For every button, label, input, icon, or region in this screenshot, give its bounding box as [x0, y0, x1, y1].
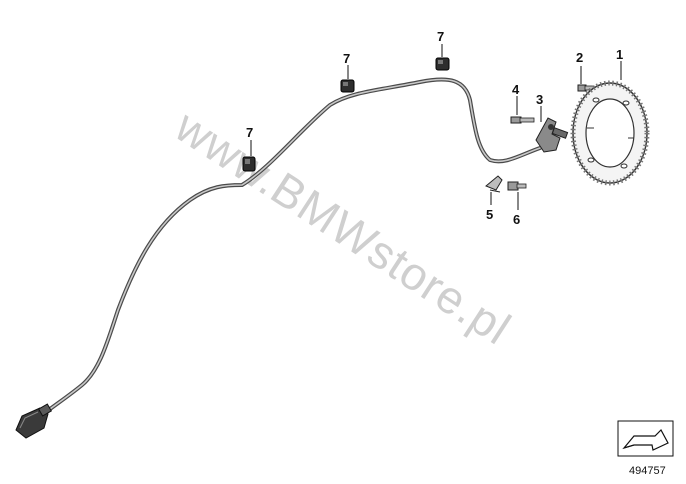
abs-sensor[interactable] — [535, 117, 569, 153]
leader-lines — [250, 44, 622, 210]
callout-4: 4 — [512, 82, 520, 97]
reference-box: 494757 — [617, 420, 674, 477]
direction-arrow-icon — [622, 429, 669, 451]
callout-5: 5 — [486, 207, 493, 222]
callout-1: 1 — [616, 47, 623, 62]
callout-2: 2 — [576, 50, 583, 65]
callout-7c: 7 — [437, 29, 444, 44]
callout-7b: 7 — [343, 51, 350, 66]
abs-sensor-cable[interactable] — [36, 77, 542, 420]
callout-7a: 7 — [246, 125, 253, 140]
cable-clip-7b[interactable] — [340, 79, 355, 93]
cable-connector[interactable] — [15, 403, 53, 439]
screw-4[interactable] — [510, 116, 535, 124]
cable-clip-7c[interactable] — [435, 57, 450, 71]
screw-6[interactable] — [507, 181, 527, 191]
cable-clip-7a[interactable] — [242, 156, 256, 172]
callout-3: 3 — [536, 92, 543, 107]
impulse-ring[interactable] — [570, 80, 650, 186]
callout-6: 6 — [513, 212, 520, 227]
diagram-number: 494757 — [629, 465, 666, 477]
bracket-5[interactable] — [485, 175, 503, 193]
watermark: www.BMWstore.pl — [166, 99, 521, 355]
